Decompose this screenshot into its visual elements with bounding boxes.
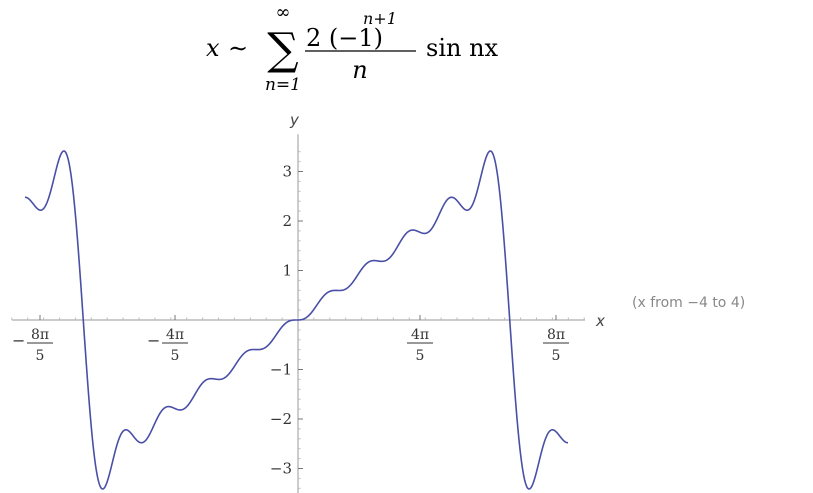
- fraction-denominator: n: [352, 56, 367, 84]
- sum-upper-limit: ∞: [276, 2, 291, 23]
- x-tick-sign: −: [147, 331, 160, 350]
- y-tick-label: −1: [270, 361, 292, 379]
- formula-lhs: x: [206, 34, 220, 62]
- x-tick-sign: −: [12, 331, 25, 350]
- plot-axes: [11, 134, 601, 493]
- range-note: (x from −4 to 4): [632, 295, 745, 311]
- x-tick-denominator: 5: [36, 348, 45, 364]
- x-tick-denominator: 5: [171, 348, 180, 364]
- x-tick-numerator: 4π: [166, 327, 184, 343]
- y-tick-label: −3: [270, 460, 292, 478]
- formula-tail: sin nx: [426, 34, 499, 62]
- fraction-numerator: 2 (−1): [306, 24, 383, 52]
- numerator-exponent: n+1: [363, 9, 397, 28]
- summation-symbol: ∑: [267, 24, 298, 75]
- x-tick-numerator: 8π: [547, 327, 565, 343]
- series-curve: [24, 150, 569, 490]
- y-tick-label: 1: [282, 262, 292, 280]
- x-tick-label: −8π 5: [12, 327, 53, 364]
- x-tick-denominator: 5: [416, 348, 425, 364]
- y-tick-label: 3: [282, 163, 292, 181]
- y-axis-label: y: [289, 111, 300, 129]
- fourier-series-formula: x ∼ ∞ ∑ n=1 2 (−1) n+1 n sin nx: [206, 2, 499, 95]
- y-tick-label: −2: [270, 410, 292, 428]
- x-tick-label: 4π5: [407, 327, 433, 364]
- x-axis-label: x: [595, 312, 605, 330]
- x-tick-denominator: 5: [552, 348, 561, 364]
- x-tick-numerator: 4π: [411, 327, 429, 343]
- x-tick-label: 8π5: [543, 327, 569, 364]
- formula-relation: ∼: [228, 34, 248, 62]
- x-tick-numerator: 8π: [31, 327, 49, 343]
- sum-lower-limit: n=1: [265, 75, 301, 95]
- x-tick-label: −4π 5: [147, 327, 188, 364]
- y-tick-label: 2: [282, 212, 292, 230]
